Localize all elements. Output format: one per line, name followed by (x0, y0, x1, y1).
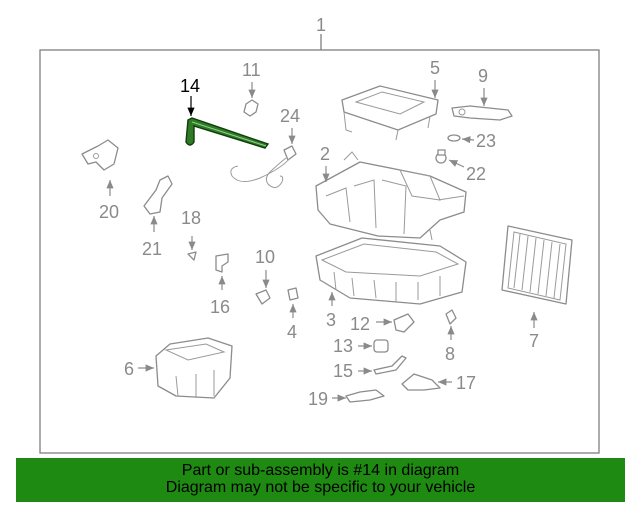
callout-6: 6 (124, 359, 134, 379)
callout-11: 11 (242, 60, 261, 80)
callout-5: 5 (430, 58, 440, 78)
part-18-clip (187, 251, 197, 261)
part-6-tray (155, 337, 233, 399)
callout-22: 22 (466, 164, 486, 184)
callout-12: 12 (350, 314, 370, 334)
part-21-linkage (143, 175, 173, 215)
part-16-lever (215, 253, 229, 273)
callout-20: 20 (99, 202, 119, 222)
part-17-link (401, 373, 441, 391)
part-3-lower-case (315, 237, 467, 305)
callout-18: 18 (181, 208, 201, 228)
part-20-bracket (81, 139, 119, 171)
info-banner: Part or sub-assembly is #14 in diagram D… (16, 458, 625, 502)
callout-17: 17 (456, 373, 476, 393)
callout-7: 7 (529, 331, 539, 351)
banner-line-disclaimer: Diagram may not be specific to your vehi… (165, 479, 476, 496)
callout-9: 9 (478, 66, 488, 86)
part-14-drain-hose[interactable] (185, 117, 270, 149)
part-19-lever (345, 389, 385, 403)
callout-10: 10 (255, 247, 275, 267)
part-8-clip (445, 309, 457, 325)
callout-19: 19 (308, 389, 328, 409)
callout-14: 14 (180, 76, 200, 96)
callout-21: 21 (142, 239, 162, 259)
part-22-bolt (435, 149, 447, 164)
banner-line-part: Part or sub-assembly is #14 in diagram (181, 462, 460, 479)
callout-23: 23 (476, 131, 496, 151)
callout-3: 3 (326, 310, 336, 330)
callout-15: 15 (333, 361, 353, 381)
part-9-lever (451, 105, 513, 121)
callout-4: 4 (287, 322, 297, 342)
callout-16: 16 (210, 297, 230, 317)
part-23-pin (447, 134, 461, 142)
assembly-label: 1 (316, 15, 326, 35)
callout-13: 13 (333, 336, 353, 356)
callout-8: 8 (445, 344, 455, 364)
callout-24: 24 (280, 106, 300, 126)
part-24-hose (230, 145, 297, 188)
part-11-clip (243, 99, 259, 117)
part-15-rod (373, 355, 407, 375)
part-5-door (341, 85, 439, 141)
part-13-grommet (373, 339, 389, 353)
part-12-actuator (393, 313, 415, 333)
part-7-heater-core (501, 225, 573, 305)
part-2-upper-case (315, 151, 467, 241)
part-10-clip (255, 289, 271, 305)
part-4-clip (287, 287, 299, 301)
callout-2: 2 (320, 144, 330, 164)
